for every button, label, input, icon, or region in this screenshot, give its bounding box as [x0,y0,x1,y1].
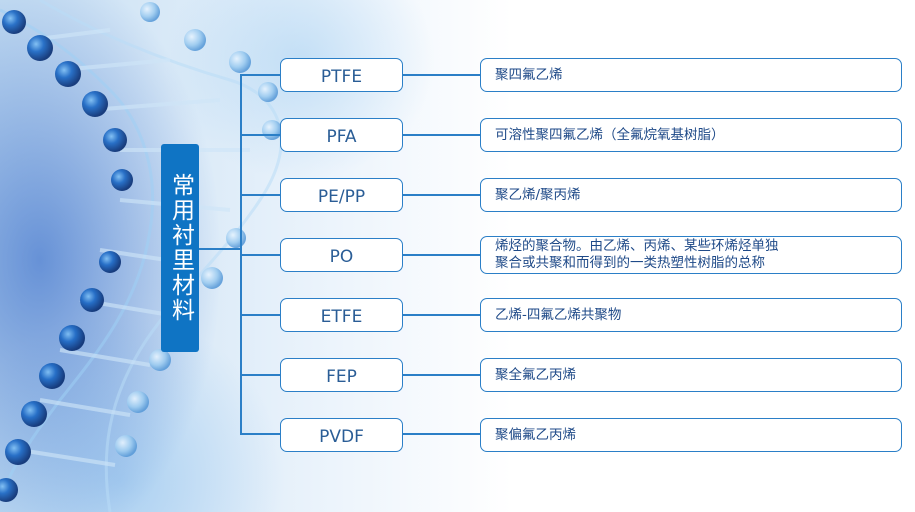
connector-branch [240,134,280,136]
material-abbr: PVDF [319,427,364,447]
connector-title-to-trunk [199,248,241,250]
material-desc: 聚四氟乙烯 [495,66,563,83]
connector-abbr-to-desc [403,254,480,256]
material-desc-box: 乙烯-四氟乙烯共聚物 [480,298,902,332]
material-desc: 聚全氟乙丙烯 [495,366,576,383]
material-desc-line: 聚合或共聚和而得到的一类热塑性树脂的总称 [495,255,765,271]
connector-branch [240,74,280,76]
connector-abbr-to-desc [403,134,480,136]
material-abbr-box: PFA [280,118,403,152]
material-abbr: PO [329,247,354,267]
connector-abbr-to-desc [403,74,480,76]
material-abbr: PE/PP [317,187,366,207]
connector-abbr-to-desc [403,194,480,196]
material-abbr-box: PVDF [280,418,403,452]
material-desc-line: 烯烃的聚合物。由乙烯、丙烯、某些环烯烃单独 [495,238,779,254]
category-title-box: 常用衬里材料 [161,144,199,352]
connector-abbr-to-desc [403,314,480,316]
connector-branch [240,254,280,256]
material-abbr: FEP [326,367,357,387]
connector-abbr-to-desc [403,433,480,435]
connector-branch [240,433,280,435]
connector-branch [240,374,280,376]
material-abbr-box: ETFE [280,298,403,332]
connector-abbr-to-desc [403,374,480,376]
material-abbr-box: PE/PP [280,178,403,212]
connector-branch [240,314,280,316]
material-desc: 聚乙烯/聚丙烯 [495,186,581,203]
material-abbr: PFA [326,127,357,147]
material-abbr: PTFE [320,67,363,87]
connector-branch [240,194,280,196]
material-desc-box: 聚四氟乙烯 [480,58,902,92]
material-desc: 聚偏氟乙丙烯 [495,426,576,443]
material-abbr-box: PTFE [280,58,403,92]
material-desc-box: 聚全氟乙丙烯 [480,358,902,392]
material-desc: 乙烯-四氟乙烯共聚物 [495,306,622,323]
material-abbr-box: PO [280,238,403,272]
material-desc-box: 可溶性聚四氟乙烯（全氟烷氧基树脂） [480,118,902,152]
material-desc-box: 聚乙烯/聚丙烯 [480,178,902,212]
material-abbr-box: FEP [280,358,403,392]
material-desc: 可溶性聚四氟乙烯（全氟烷氧基树脂） [495,126,725,143]
material-abbr: ETFE [320,307,363,327]
material-desc-box: 烯烃的聚合物。由乙烯、丙烯、某些环烯烃单独 聚合或共聚和而得到的一类热塑性树脂的… [480,236,902,274]
material-desc-box: 聚偏氟乙丙烯 [480,418,902,452]
category-title: 常用衬里材料 [167,173,194,323]
